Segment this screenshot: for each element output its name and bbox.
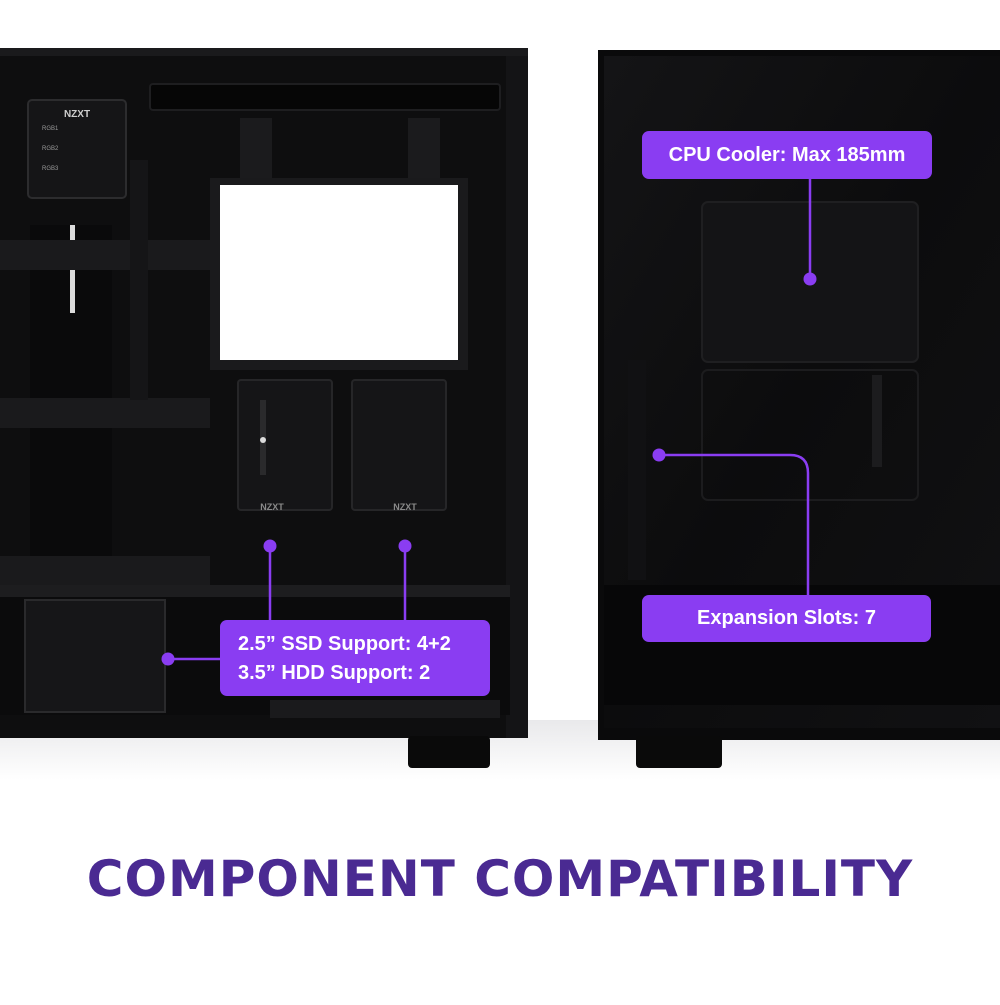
hdd-support-label: 3.5” HDD Support: 2 bbox=[238, 662, 431, 684]
ssd-support-label: 2.5” SSD Support: 4+2 bbox=[238, 633, 451, 655]
drive-tray-logo-left: NZXT bbox=[260, 502, 284, 512]
cpu-cooler-callout: CPU Cooler: Max 185mm bbox=[642, 131, 932, 179]
callout-connectors bbox=[161, 176, 817, 666]
rgb-port-2: RGB2 bbox=[42, 146, 59, 152]
rgb-port-3: RGB3 bbox=[42, 166, 59, 172]
page-title: COMPONENT COMPATIBILITY bbox=[86, 850, 914, 908]
expansion-slots-callout: Expansion Slots: 7 bbox=[642, 595, 931, 642]
case-rear-view: NZXT NZXT NZXT RGB1 RGB2 RGB3 bbox=[0, 48, 528, 768]
drive-tray-logo-right: NZXT bbox=[393, 502, 417, 512]
rear-io-logo: NZXT bbox=[64, 109, 90, 120]
rgb-port-1: RGB1 bbox=[42, 126, 59, 132]
drive-support-callout: 2.5” SSD Support: 4+2 3.5” HDD Support: … bbox=[220, 620, 490, 696]
